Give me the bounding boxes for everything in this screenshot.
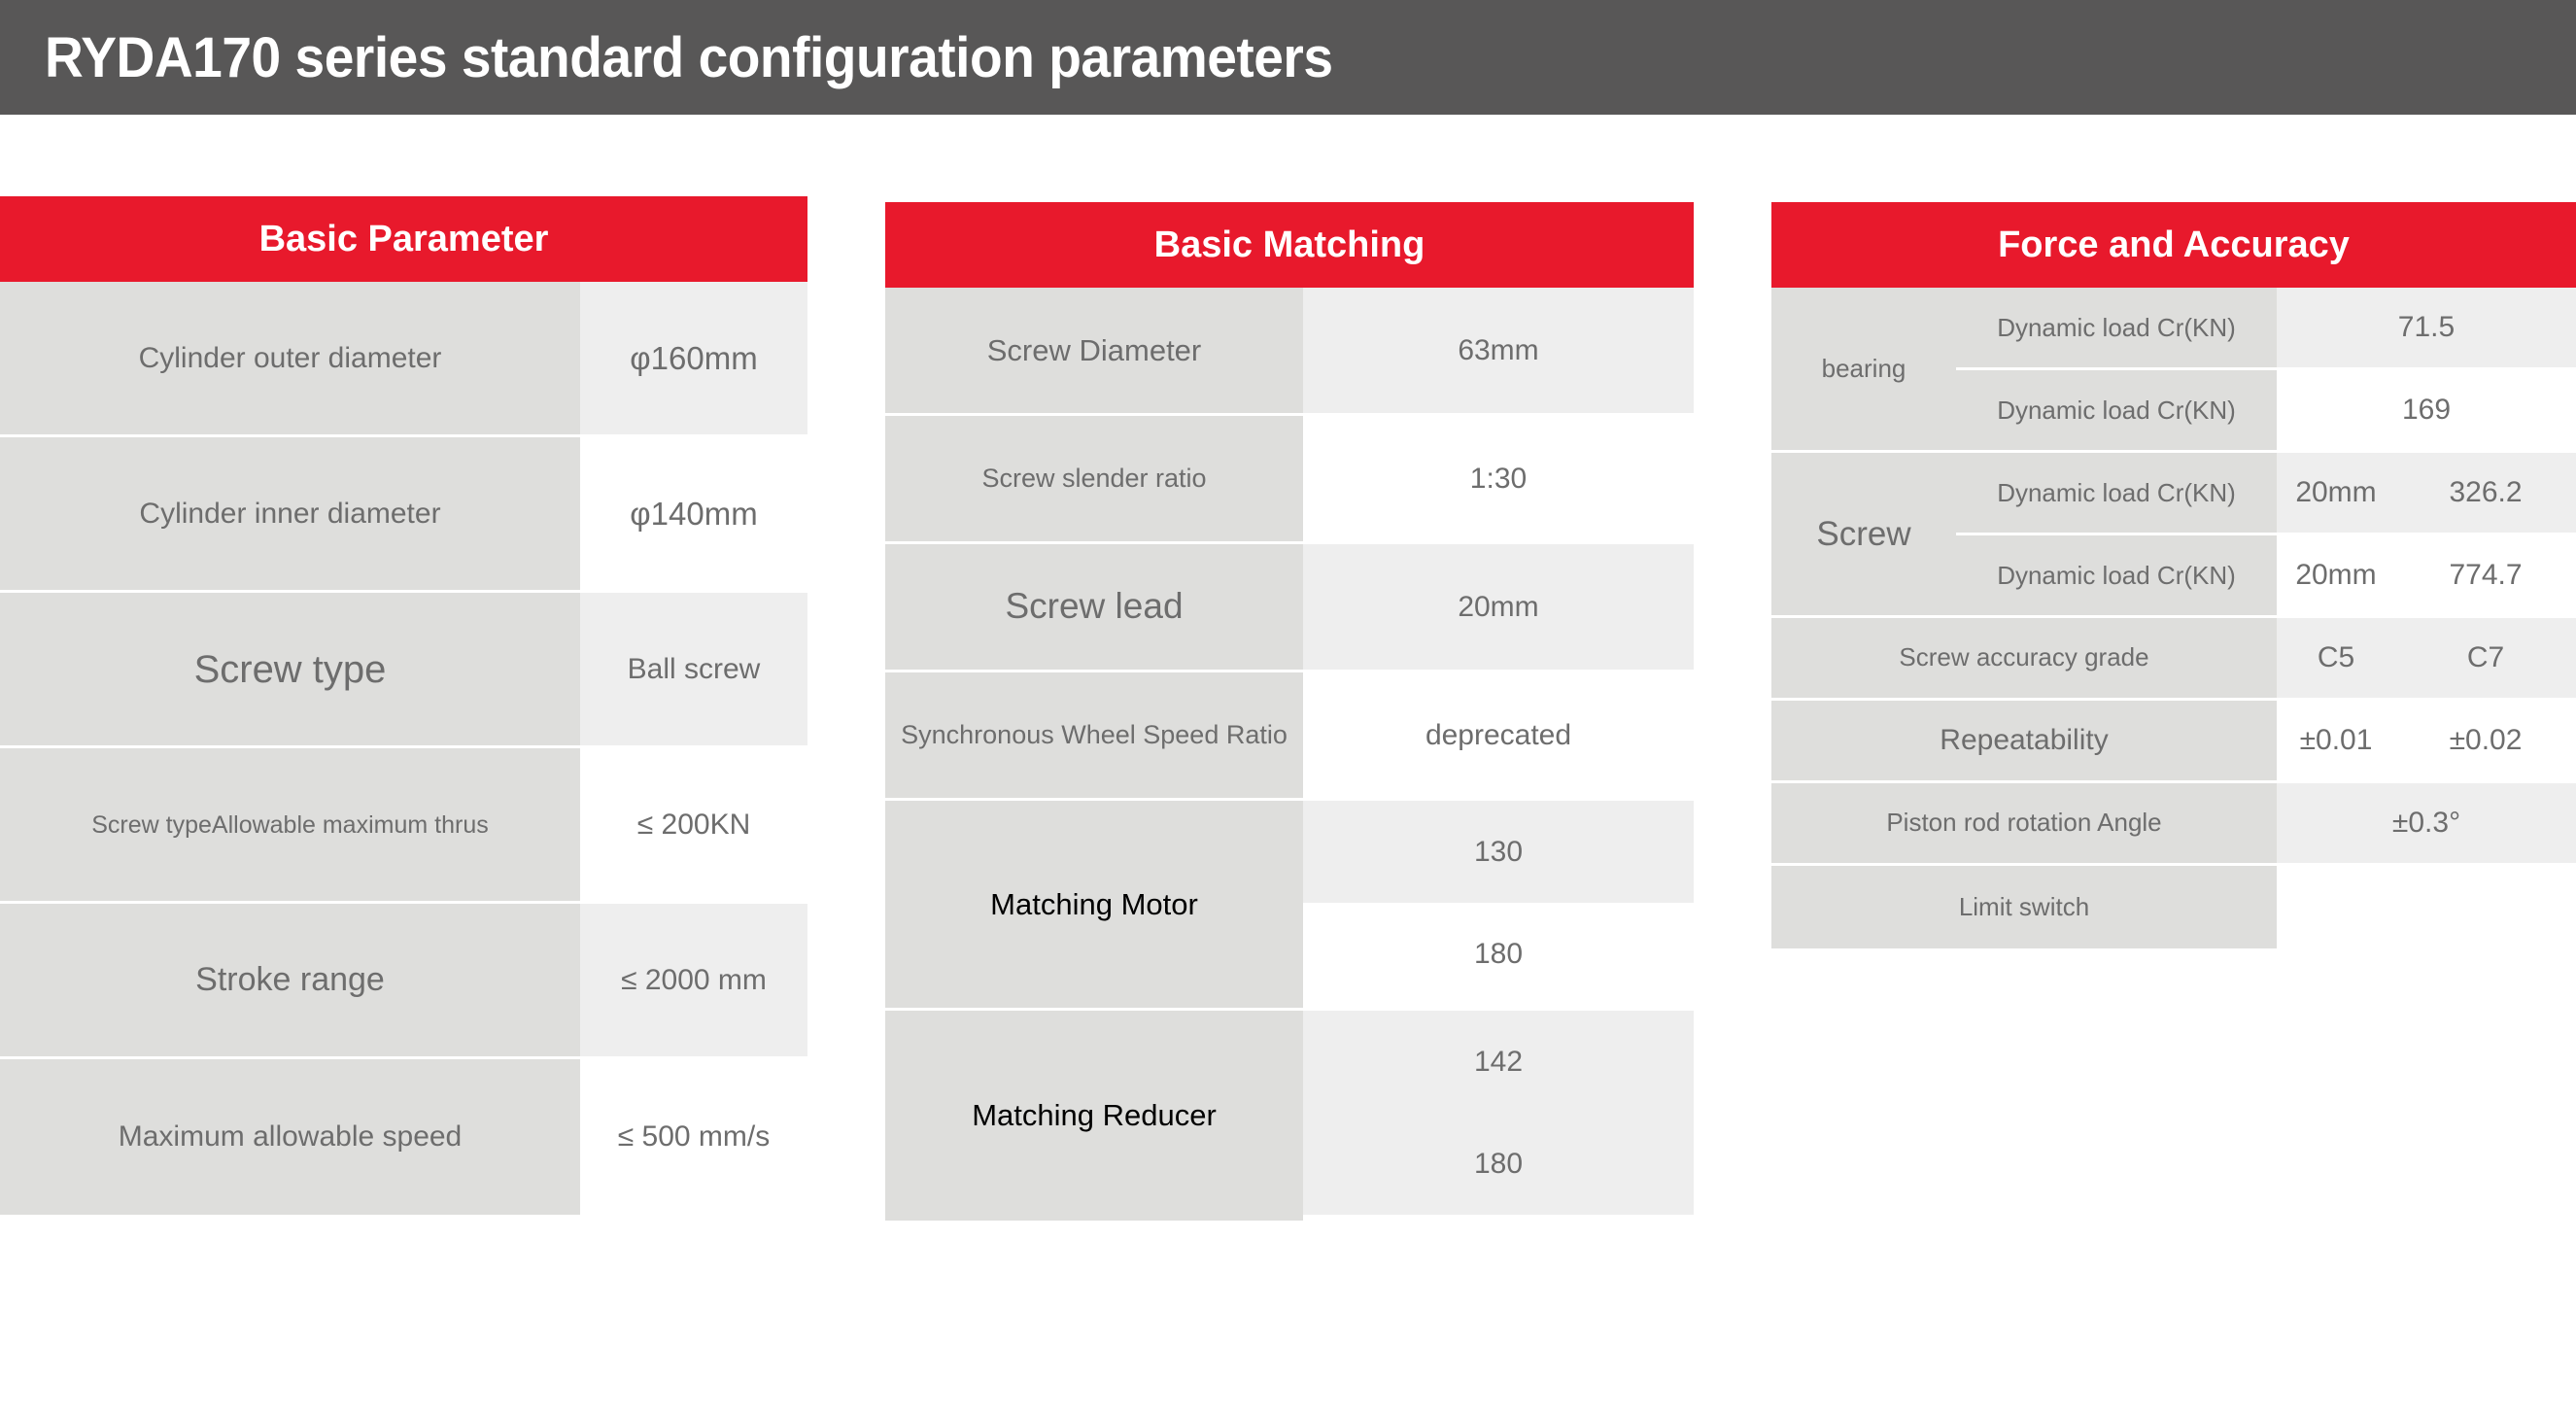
row-value-a: 20mm: [2277, 453, 2395, 533]
row-label: Screw Diameter: [885, 288, 1303, 413]
table-header-force-and-accuracy: Force and Accuracy: [1771, 202, 2576, 288]
table-row: Screw slender ratio 1:30: [885, 416, 1694, 544]
row-value-stack: 130 180: [1303, 801, 1694, 1008]
row-value-b: ±0.02: [2395, 701, 2576, 780]
group-label: bearing: [1771, 288, 1956, 453]
row-label: Matching Reducer: [885, 1011, 1303, 1221]
row-group-bearing: bearing Dynamic load Cr(KN) 71.5 Dynamic…: [1771, 288, 2576, 453]
table-row: Cylinder inner diameter φ140mm: [0, 437, 807, 593]
row-value: [2277, 866, 2576, 948]
row-label: Screw slender ratio: [885, 416, 1303, 541]
row-label: Screw type: [0, 593, 580, 745]
row-value: φ160mm: [580, 282, 807, 434]
table-row: Matching Reducer 142 180: [885, 1011, 1694, 1221]
row-label: Dynamic load Cr(KN): [1956, 535, 2277, 615]
row-label: Cylinder outer diameter: [0, 282, 580, 434]
row-group-screw: Screw Dynamic load Cr(KN) 20mm 326.2 Dyn…: [1771, 453, 2576, 618]
page-title-model: RYDA170: [45, 25, 281, 89]
row-value-a: C5: [2277, 618, 2395, 698]
row-value: ≤ 200KN: [580, 748, 807, 901]
page-title-rest: series standard configuration parameters: [280, 25, 1334, 89]
table-basic-matching: Basic Matching Screw Diameter 63mm Screw…: [885, 115, 1694, 1221]
table-row: Limit switch: [1771, 866, 2576, 948]
spec-tables-container: Basic Parameter Cylinder outer diameter …: [0, 115, 2576, 1412]
row-value: 20mm: [1303, 544, 1694, 670]
row-label: Screw accuracy grade: [1771, 618, 2277, 698]
row-value-b: 326.2: [2395, 453, 2576, 533]
row-value-stack: 142 180: [1303, 1011, 1694, 1221]
table-row: Dynamic load Cr(KN) 20mm 326.2: [1956, 453, 2576, 535]
table-row: Matching Motor 130 180: [885, 801, 1694, 1011]
row-value: 142: [1303, 1011, 1694, 1113]
row-label: Dynamic load Cr(KN): [1956, 288, 2277, 367]
table-force-and-accuracy: Force and Accuracy bearing Dynamic load …: [1771, 115, 2576, 948]
row-label: Cylinder inner diameter: [0, 437, 580, 590]
table-row: Dynamic load Cr(KN) 20mm 774.7: [1956, 535, 2576, 618]
row-label: Maximum allowable speed: [0, 1059, 580, 1215]
group-rows: Dynamic load Cr(KN) 20mm 326.2 Dynamic l…: [1956, 453, 2576, 618]
row-label: Synchronous Wheel Speed Ratio: [885, 672, 1303, 798]
table-row: Maximum allowable speed ≤ 500 mm/s: [0, 1059, 807, 1215]
table-row: Screw accuracy grade C5 C7: [1771, 618, 2576, 701]
row-value: 71.5: [2277, 288, 2576, 367]
row-label: Matching Motor: [885, 801, 1303, 1008]
row-value: Ball screw: [580, 593, 807, 745]
row-value: 180: [1303, 903, 1694, 1005]
row-label: Screw typeAllowable maximum thrus: [0, 748, 580, 901]
table-body-basic-matching: Screw Diameter 63mm Screw slender ratio …: [885, 288, 1694, 1221]
table-row: Screw type Ball screw: [0, 593, 807, 748]
page-title: RYDA170 series standard configuration pa…: [45, 25, 1333, 90]
row-value: φ140mm: [580, 437, 807, 590]
row-value-a: 20mm: [2277, 535, 2395, 615]
row-value: ≤ 2000 mm: [580, 904, 807, 1056]
row-value-b: 774.7: [2395, 535, 2576, 615]
table-body-force-and-accuracy: bearing Dynamic load Cr(KN) 71.5 Dynamic…: [1771, 288, 2576, 948]
row-value: deprecated: [1303, 672, 1694, 798]
row-value: 180: [1303, 1113, 1694, 1215]
row-value: 130: [1303, 801, 1694, 903]
table-row: Dynamic load Cr(KN) 169: [1956, 370, 2576, 453]
row-value-b: C7: [2395, 618, 2576, 698]
row-value: 169: [2277, 370, 2576, 450]
table-row: Dynamic load Cr(KN) 71.5: [1956, 288, 2576, 370]
row-value-a: ±0.01: [2277, 701, 2395, 780]
table-basic-parameter: Basic Parameter Cylinder outer diameter …: [0, 115, 807, 1215]
row-group-matching-reducer: Matching Reducer 142 180: [885, 1011, 1694, 1221]
table-row: Screw Diameter 63mm: [885, 288, 1694, 416]
row-value: 1:30: [1303, 416, 1694, 541]
row-group-matching-motor: Matching Motor 130 180: [885, 801, 1694, 1008]
row-label: Piston rod rotation Angle: [1771, 783, 2277, 863]
row-label: Dynamic load Cr(KN): [1956, 370, 2277, 450]
table-header-basic-matching: Basic Matching: [885, 202, 1694, 288]
row-label: Stroke range: [0, 904, 580, 1056]
table-header-basic-parameter: Basic Parameter: [0, 196, 807, 282]
table-row: Cylinder outer diameter φ160mm: [0, 282, 807, 437]
group-rows: Dynamic load Cr(KN) 71.5 Dynamic load Cr…: [1956, 288, 2576, 453]
row-value: 63mm: [1303, 288, 1694, 413]
table-row: Stroke range ≤ 2000 mm: [0, 904, 807, 1059]
page-title-bar: RYDA170 series standard configuration pa…: [0, 0, 2576, 115]
table-row: Piston rod rotation Angle ±0.3°: [1771, 783, 2576, 866]
row-label: Dynamic load Cr(KN): [1956, 453, 2277, 533]
table-body-basic-parameter: Cylinder outer diameter φ160mm Cylinder …: [0, 282, 807, 1215]
row-label: Repeatability: [1771, 701, 2277, 780]
row-label: Screw lead: [885, 544, 1303, 670]
table-row: Screw lead 20mm: [885, 544, 1694, 672]
table-row: Synchronous Wheel Speed Ratio deprecated: [885, 672, 1694, 801]
row-label: Limit switch: [1771, 866, 2277, 948]
table-row: Repeatability ±0.01 ±0.02: [1771, 701, 2576, 783]
group-label: Screw: [1771, 453, 1956, 618]
row-value: ≤ 500 mm/s: [580, 1059, 807, 1215]
row-value: ±0.3°: [2277, 783, 2576, 863]
table-row: Screw typeAllowable maximum thrus ≤ 200K…: [0, 748, 807, 904]
